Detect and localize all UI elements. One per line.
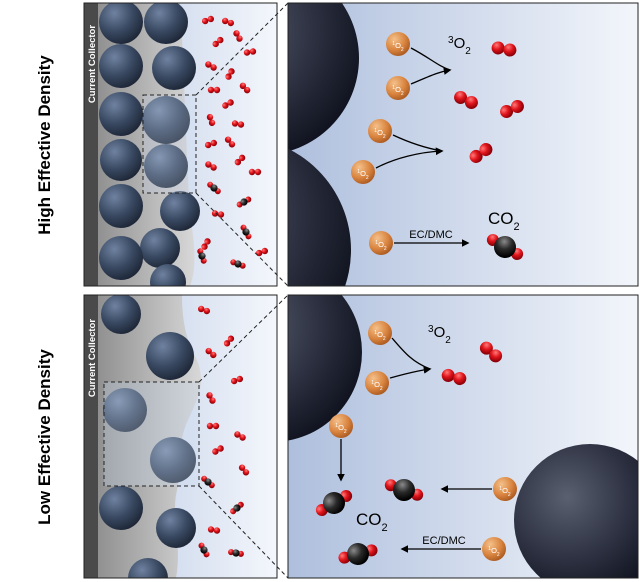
current-collector-label-high: Current Collector (87, 25, 98, 103)
zoom-region-high (142, 94, 197, 194)
arrow-low-2 (389, 365, 432, 379)
co2-molecule-low-2 (384, 479, 424, 501)
electrode-particles-high (99, 3, 200, 286)
triplet-oxygen-molecule-high-3 (500, 99, 524, 119)
singlet-oxygen-low-5: 1O2 (482, 537, 506, 561)
triplet-oxygen-label-low: 3O2 (428, 324, 451, 346)
large-particle-low-top (288, 295, 362, 441)
svg-text:1O2: 1O2 (499, 486, 511, 498)
singlet-oxygen-high-4: 1O2 (351, 160, 375, 184)
co2-label-high: CO2 (488, 209, 520, 233)
svg-text:1O2: 1O2 (375, 240, 387, 252)
triplet-oxygen-molecule-low-2 (441, 368, 467, 386)
large-particle-low-bottom (514, 444, 638, 578)
co2-molecule-high (486, 234, 524, 260)
svg-text:1O2: 1O2 (357, 169, 369, 181)
zoom-line-low-bottom (198, 485, 289, 579)
singlet-oxygen-low-3: 1O2 (329, 414, 353, 438)
reaction-scheme-high: 1O2 1O2 1O2 1O2 1O2 3O2 EC (351, 32, 524, 260)
triplet-oxygen-label-high: 3O2 (448, 35, 471, 57)
singlet-oxygen-low-4: 1O2 (493, 477, 517, 501)
electrolyte-molecules-high (197, 15, 269, 269)
co2-label-low: CO2 (356, 510, 388, 534)
svg-text:1O2: 1O2 (392, 85, 404, 97)
singlet-oxygen-high-1: 1O2 (386, 32, 410, 56)
zoom-region-low (103, 381, 200, 487)
reaction-scheme-low: 1O2 1O2 1O2 1O2 1O2 3O2 (315, 321, 517, 565)
large-particle-high-bottom (288, 148, 351, 286)
singlet-oxygen-high-3: 1O2 (368, 119, 392, 143)
large-particle-high-top (288, 3, 359, 152)
svg-text:1O2: 1O2 (335, 423, 347, 435)
row-label-low: Low Effective Density (35, 349, 54, 525)
singlet-oxygen-high-2: 1O2 (386, 76, 410, 100)
svg-text:1O2: 1O2 (374, 330, 386, 342)
zoom-line-high-top (195, 2, 289, 96)
ecdmc-label-low: EC/DMC (422, 535, 465, 547)
triplet-oxygen-molecule-high-4 (469, 143, 493, 163)
svg-text:1O2: 1O2 (392, 41, 404, 53)
electrode-panel-high (84, 3, 277, 286)
arrow-high-2 (410, 67, 452, 85)
zoom-line-high-bottom (195, 192, 289, 287)
co2-molecule-low-3 (338, 543, 378, 565)
svg-text:1O2: 1O2 (488, 546, 500, 558)
arrow-high-4 (375, 147, 444, 169)
singlet-oxygen-low-1: 1O2 (368, 321, 392, 345)
ecdmc-label-high: EC/DMC (409, 229, 452, 241)
svg-text:1O2: 1O2 (371, 380, 383, 392)
electrode-panel-low (84, 295, 277, 578)
electrode-particles-low (99, 295, 196, 578)
svg-text:1O2: 1O2 (374, 128, 386, 140)
row-label-high: High Effective Density (35, 55, 54, 235)
current-collector-low (84, 295, 98, 578)
current-collector-label-low: Current Collector (87, 319, 98, 397)
zoom-panel-high (288, 3, 638, 286)
electrolyte-molecules-low (197, 305, 250, 558)
current-collector-high (84, 3, 98, 286)
singlet-oxygen-low-2: 1O2 (365, 371, 389, 395)
triplet-oxygen-molecule-high-1 (491, 41, 517, 57)
singlet-oxygen-high-5: 1O2 (369, 231, 393, 255)
triplet-oxygen-molecule-high-2 (454, 90, 478, 110)
triplet-oxygen-molecule-low-1 (479, 341, 503, 363)
co2-molecule-low-1 (315, 490, 353, 516)
